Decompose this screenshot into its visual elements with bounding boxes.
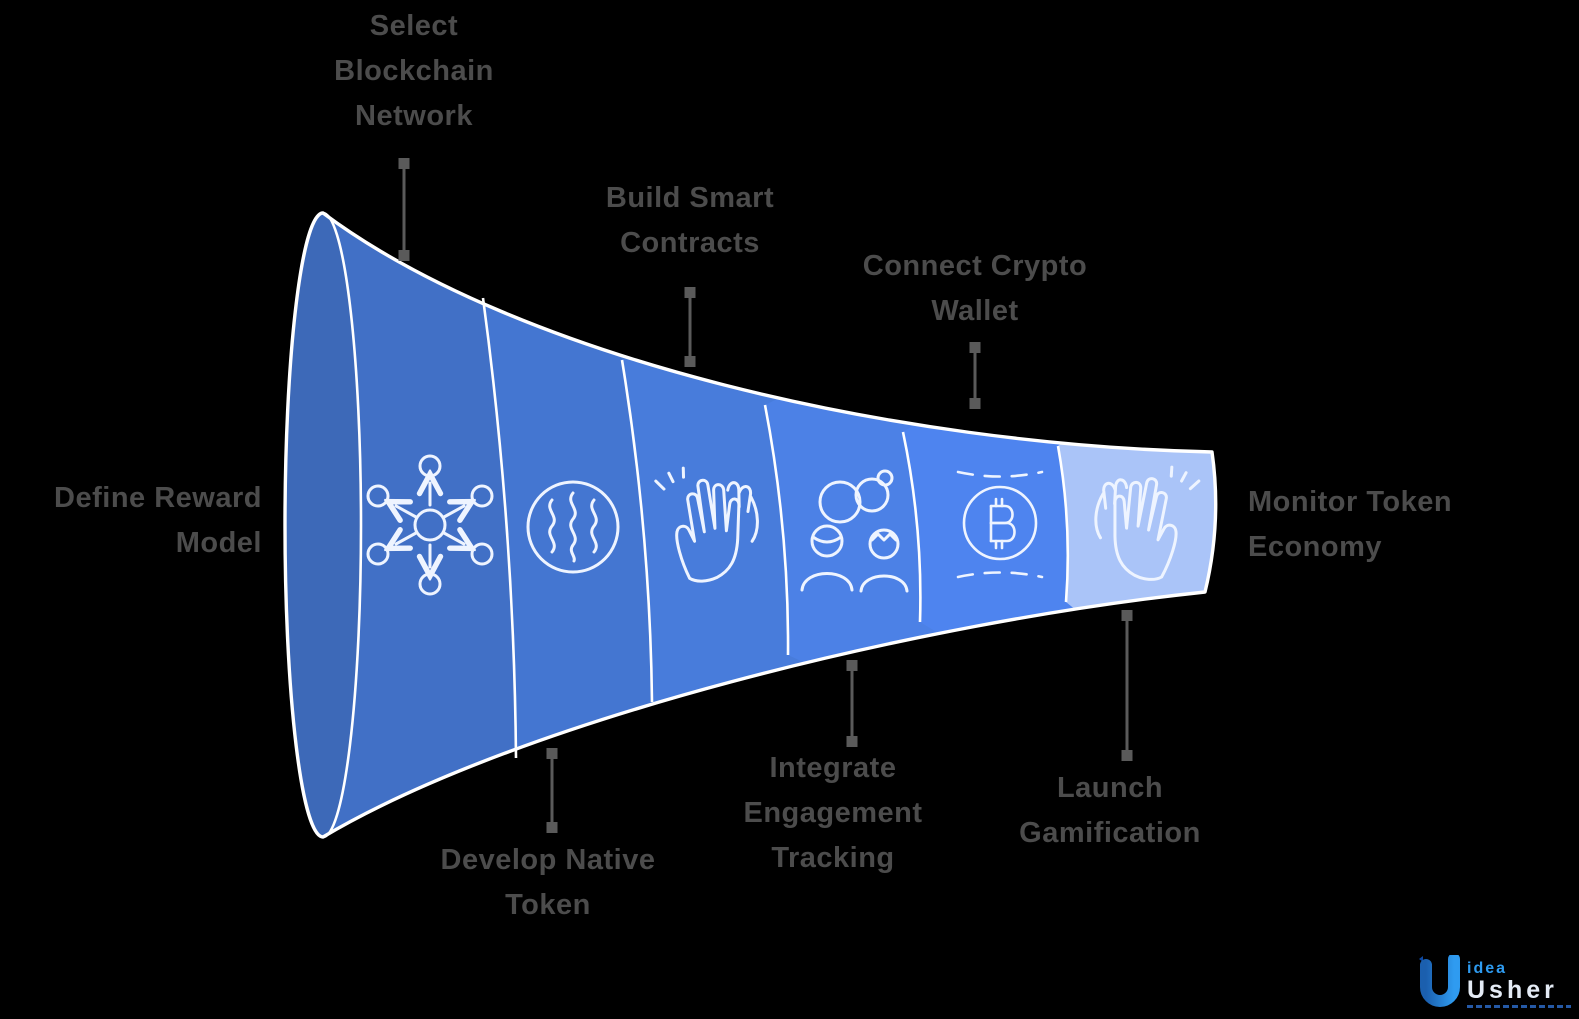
funnel-outline: [283, 211, 1218, 839]
high-five-icon: [654, 466, 759, 586]
connector-integrate-engagement-tracking: [846, 660, 858, 747]
funnel-divider: [1056, 445, 1070, 603]
blockchain-network-icon: [366, 454, 494, 596]
logo-words: idea Usher: [1467, 961, 1571, 1008]
connector-lines: [398, 158, 1133, 833]
logo-tagline: [1467, 1005, 1571, 1008]
label-line: Engagement: [743, 797, 923, 829]
connector-launch-gamification: [1121, 610, 1133, 761]
label-line: Integrate: [769, 752, 897, 784]
label-line: Model: [175, 527, 262, 559]
label-connect-crypto-wallet: Connect Crypto Wallet: [863, 244, 1088, 334]
funnel-divider: [620, 359, 654, 703]
users-link-icon: [800, 469, 909, 593]
label-develop-native-token: Develop Native Token: [441, 838, 656, 928]
label-line: Tracking: [771, 842, 895, 874]
bitcoin-wallet-icon: [956, 470, 1044, 579]
token-waves-icon: [526, 480, 620, 574]
logo-word-bottom: Usher: [1467, 976, 1558, 1004]
label-line: Wallet: [931, 295, 1019, 327]
label-line: Blockchain: [334, 55, 494, 87]
label-line: Network: [355, 100, 473, 132]
label-line: Select: [369, 10, 459, 42]
label-line: Develop Native: [440, 844, 656, 876]
brand-logo: idea Usher: [1413, 955, 1571, 1017]
label-line: Connect Crypto: [862, 250, 1088, 282]
label-select-blockchain-network: Select Blockchain Network: [334, 4, 494, 139]
funnel-divider: [901, 431, 922, 623]
logo-u-mark: [1419, 955, 1460, 1007]
label-line: Economy: [1248, 531, 1383, 563]
label-line: Define Reward: [54, 482, 262, 514]
logo-word-top: idea: [1467, 960, 1508, 977]
label-line: Token: [505, 889, 591, 921]
waving-hands-icon: [1094, 465, 1201, 585]
label-define-reward-model: Define Reward Model: [54, 476, 262, 566]
label-monitor-token-economy: Monitor Token Economy: [1248, 480, 1452, 570]
label-line: Launch: [1056, 772, 1164, 804]
label-integrate-engagement-tracking: Integrate Engagement Tracking: [743, 746, 922, 881]
label-line: Monitor Token: [1248, 486, 1453, 518]
connector-develop-native-token: [546, 748, 558, 833]
label-line: Gamification: [1019, 817, 1201, 849]
label-line: Build Smart: [605, 182, 775, 214]
connector-build-smart-contracts: [684, 287, 696, 367]
connector-select-blockchain-network: [398, 158, 410, 261]
funnel-divider: [322, 211, 363, 839]
label-line: Contracts: [620, 227, 760, 259]
label-launch-gamification: Launch Gamification: [1019, 766, 1201, 856]
funnel-divider: [481, 297, 518, 759]
funnel-icons: [366, 454, 1201, 596]
funnel-segment: [903, 213, 1216, 837]
label-build-smart-contracts: Build Smart Contracts: [606, 176, 774, 266]
funnel-divider: [763, 404, 790, 656]
connector-connect-crypto-wallet: [969, 342, 981, 409]
